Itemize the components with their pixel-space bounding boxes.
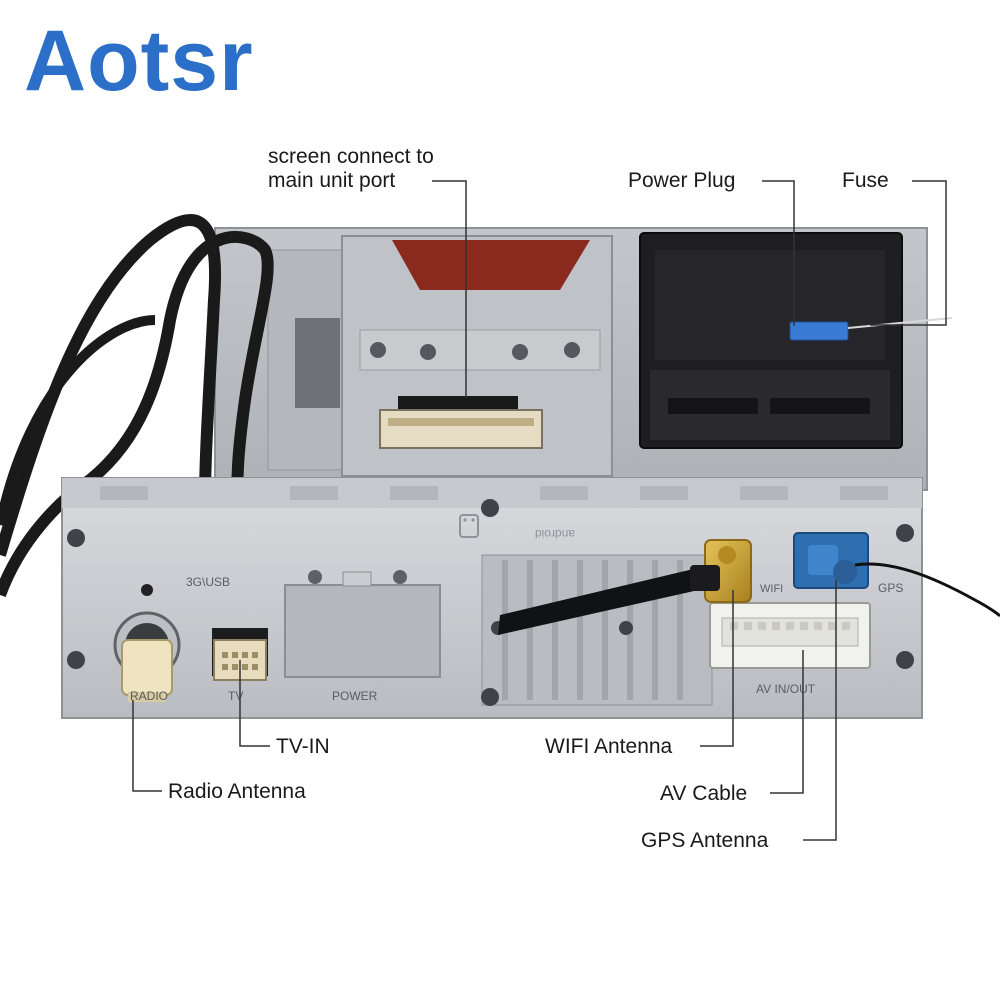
av-port-label: AV IN/OUT <box>756 682 816 696</box>
av-port <box>709 602 871 669</box>
brand-logo: Aotsr <box>24 18 254 104</box>
callout-radio-antenna: Radio Antenna <box>168 780 306 803</box>
callout-screen-port-line2: main unit port <box>268 169 396 192</box>
gps-port-label: GPS <box>878 581 903 595</box>
power-port-label: POWER <box>332 689 378 703</box>
callout-gps-antenna: GPS Antenna <box>641 829 769 852</box>
screen-port-plate <box>341 235 613 477</box>
android-label: android <box>535 527 575 541</box>
radio-port <box>113 611 181 702</box>
callout-fuse: Fuse <box>842 169 889 192</box>
usb-port-label: 3G\USB <box>186 575 230 589</box>
power-cover-plate <box>284 570 441 678</box>
callout-power-plug: Power Plug <box>628 169 736 192</box>
power-plug-block <box>639 232 953 449</box>
brand-logo-text: Aotsr <box>24 13 254 109</box>
radio-port-label: RADIO <box>130 689 168 703</box>
leader-lines <box>132 180 947 841</box>
tv-port-label: TV <box>228 689 243 703</box>
wifi-antenna <box>498 539 752 635</box>
gps-connector <box>793 532 1000 618</box>
callout-tv-in: TV-IN <box>276 735 330 758</box>
callout-wifi-antenna: WIFI Antenna <box>545 735 673 758</box>
callout-screen-port-line1: screen connect to <box>268 145 434 168</box>
android-logo-icon <box>459 514 479 538</box>
callout-av-cable: AV Cable <box>660 782 748 805</box>
wifi-port-label: WIFI <box>760 583 783 595</box>
main-chassis <box>61 477 923 719</box>
